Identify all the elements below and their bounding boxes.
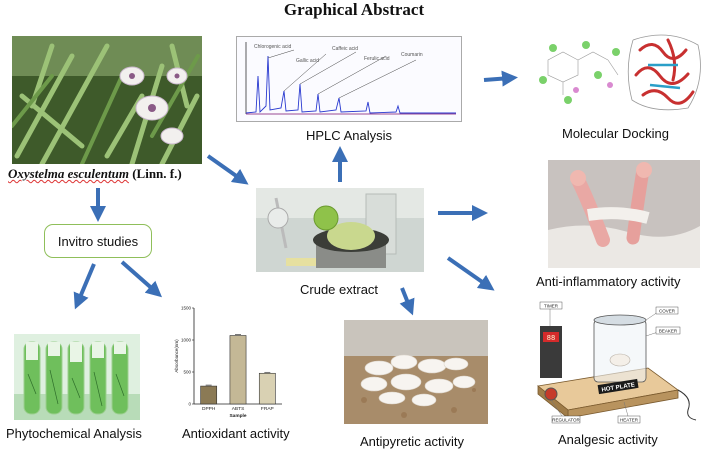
x-tick-label: FRAP [261, 406, 274, 412]
hot-plate-diagram: 88 TIMER COVER BEAKER REGULATOR HEATER H… [528, 298, 706, 426]
antioxidant-label: Antioxidant activity [182, 426, 290, 441]
docking-image [528, 30, 704, 114]
y-tick-label: 1500 [181, 306, 192, 311]
analgesic-label: Analgesic activity [558, 432, 658, 447]
y-tick-label: 1000 [181, 338, 192, 343]
crude-extract-image [256, 188, 424, 272]
hplc-peak-label: Coumarin [401, 52, 423, 58]
hplc-chromatogram: Chlorogenic acid Gallic acid Caffeic aci… [236, 36, 462, 122]
arrow-invitro-to-antioxidant [120, 260, 162, 298]
bar-frap [258, 372, 276, 405]
plant-photo [12, 36, 202, 164]
antipyretic-image [344, 320, 488, 424]
anti-inflammatory-label: Anti-inflammatory activity [536, 274, 681, 289]
page-title: Graphical Abstract [283, 0, 425, 19]
y-tick-label: 500 [183, 370, 191, 375]
hplc-peak-label: Chlorogenic acid [254, 44, 291, 50]
hplc-peak-label: Gallic acid [296, 58, 319, 64]
phytochemical-label: Phytochemical Analysis [6, 426, 142, 441]
hplc-label: HPLC Analysis [306, 128, 392, 143]
timer-display: 88 [547, 335, 555, 343]
arrow-plant-to-crude [206, 154, 249, 185]
x-axis-label: Sample [229, 413, 246, 419]
arrow-hplc-to-docking [483, 70, 518, 87]
hplc-peak-label: Caffeic acid [332, 46, 358, 52]
arrow-crude-to-analgesic [446, 256, 495, 291]
cover-label: COVER [659, 309, 676, 314]
phytochemical-image [14, 334, 140, 420]
species-label: Oxystelma esculentum (Linn. f.) [8, 166, 182, 182]
arrow-invitro-to-phytochemical [73, 263, 96, 310]
bar-dpph [200, 385, 218, 405]
docking-label: Molecular Docking [562, 126, 669, 141]
heater-label: HEATER [620, 418, 639, 423]
species-authority: (Linn. f.) [128, 166, 182, 181]
y-tick-label: 0 [188, 402, 191, 407]
hplc-peak-label: Ferulic acid [364, 56, 390, 62]
bar-abts [229, 335, 247, 405]
crude-extract-label: Crude extract [300, 282, 379, 297]
anti-inflammatory-image [548, 160, 700, 268]
antipyretic-label: Antipyretic activity [360, 434, 465, 449]
species-name: Oxystelma esculentum [8, 166, 129, 181]
invitro-studies-box: Invitro studies [44, 224, 152, 258]
hot-plate-label: HOT PLATE [601, 382, 635, 393]
arrow-crude-to-antipyretic [399, 287, 415, 316]
y-axis-label: Absorbance(nm) [174, 339, 179, 373]
regulator-label: REGULATOR [552, 418, 580, 423]
beaker-label: BEAKER [659, 329, 678, 334]
timer-label: TIMER [544, 304, 559, 309]
x-tick-label: ABTS [232, 406, 245, 412]
x-tick-label: DPPH [202, 406, 216, 412]
